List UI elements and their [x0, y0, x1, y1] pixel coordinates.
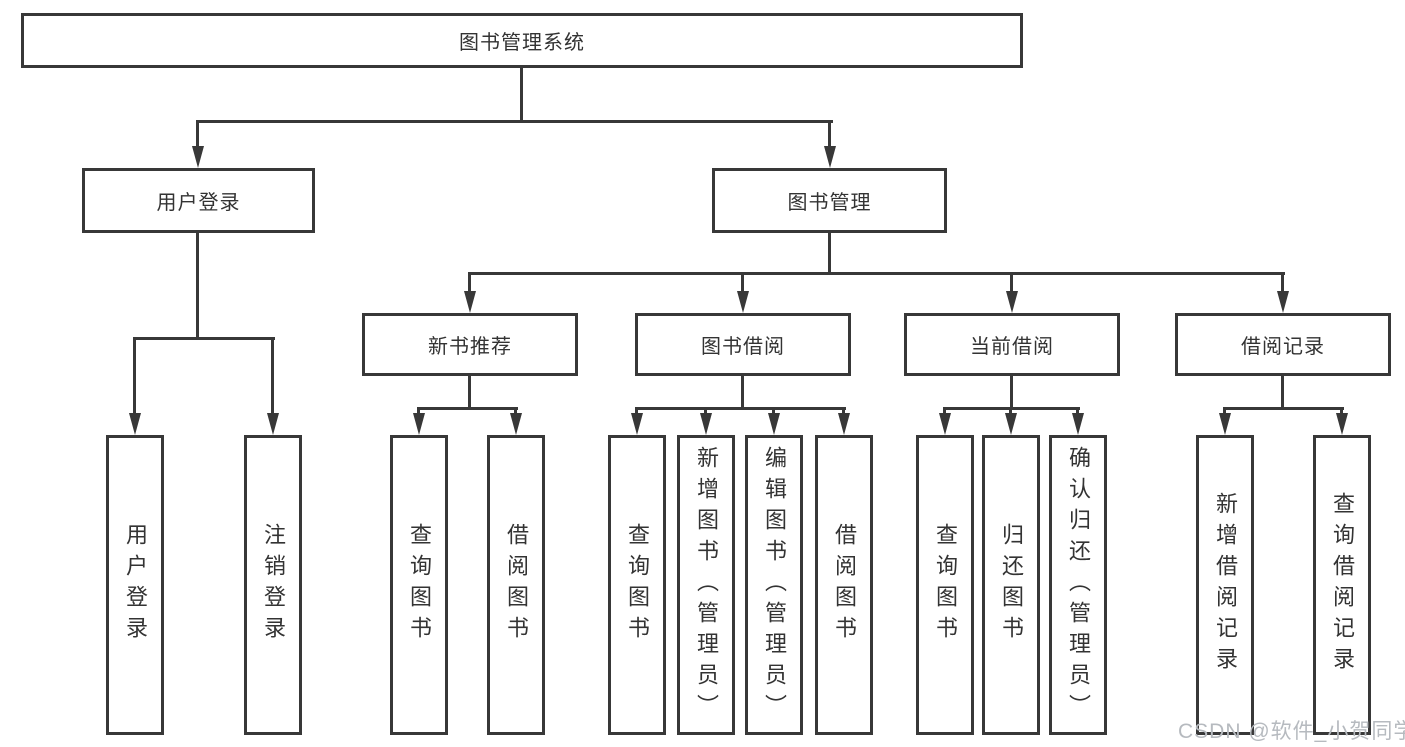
connector-records-bar [1223, 407, 1344, 410]
connector-current-stem [1010, 376, 1013, 407]
connector-to-book-management [828, 120, 831, 148]
connector-leaf-stem [635, 407, 638, 417]
arrow-down-icon [700, 413, 712, 435]
node-leaf-search-books-3: 查询图书 [916, 435, 974, 735]
connector-leaf-stem [704, 407, 707, 417]
node-leaf-return-books: 归还图书 [982, 435, 1040, 735]
connector-leaf-stem [417, 407, 420, 417]
arrow-down-icon [510, 413, 522, 435]
arrow-down-icon [939, 413, 951, 435]
arrow-down-icon [1006, 291, 1018, 313]
connector-user-login-bar [133, 337, 275, 340]
node-new-book-recommend: 新书推荐 [362, 313, 578, 376]
connector-leaf-stem [943, 407, 946, 417]
arrow-down-icon [631, 413, 643, 435]
arrow-down-icon [838, 413, 850, 435]
node-book-borrowing: 图书借阅 [635, 313, 851, 376]
node-leaf-search-borrow-record: 查询借阅记录 [1313, 435, 1371, 735]
arrow-down-icon [824, 146, 836, 168]
connector-leaf-stem [842, 407, 845, 417]
connector-to-borrowing [741, 272, 744, 294]
connector-leaf-stem [1009, 407, 1012, 417]
node-leaf-edit-book-admin: 编辑图书（管理员） [745, 435, 803, 735]
connector-leaf-stem [772, 407, 775, 417]
node-leaf-borrow-books-2: 借阅图书 [815, 435, 873, 735]
connector-to-records [1281, 272, 1284, 294]
connector-leaf-stem [1340, 407, 1343, 417]
connector-records-stem [1281, 376, 1284, 407]
node-library-management-system: 图书管理系统 [21, 13, 1023, 68]
arrow-down-icon [129, 413, 141, 435]
node-leaf-confirm-return-admin: 确认归还（管理员） [1049, 435, 1107, 735]
arrow-down-icon [1005, 413, 1017, 435]
node-leaf-search-books-2: 查询图书 [608, 435, 666, 735]
connector-borrowing-bar [635, 407, 846, 410]
node-book-management: 图书管理 [712, 168, 947, 233]
arrow-down-icon [413, 413, 425, 435]
node-leaf-borrow-books-1: 借阅图书 [487, 435, 545, 735]
connector-to-leaf-user-login [133, 337, 136, 415]
node-leaf-add-book-admin: 新增图书（管理员） [677, 435, 735, 735]
node-borrowing-records: 借阅记录 [1175, 313, 1391, 376]
arrow-down-icon [464, 291, 476, 313]
node-user-login-group: 用户登录 [82, 168, 315, 233]
connector-root-bar [196, 120, 833, 123]
connector-to-leaf-logout [271, 337, 274, 415]
connector-root-stem [520, 68, 523, 120]
connector-leaf-stem [1223, 407, 1226, 417]
node-leaf-search-books-1: 查询图书 [390, 435, 448, 735]
arrow-down-icon [192, 146, 204, 168]
node-leaf-add-borrow-record: 新增借阅记录 [1196, 435, 1254, 735]
node-leaf-user-login: 用户登录 [106, 435, 164, 735]
connector-to-user-login [196, 120, 199, 148]
arrow-down-icon [1072, 413, 1084, 435]
arrow-down-icon [1336, 413, 1348, 435]
connector-user-login-stem [196, 233, 199, 337]
arrow-down-icon [737, 291, 749, 313]
arrow-down-icon [1219, 413, 1231, 435]
connector-new-book-stem [468, 376, 471, 407]
connector-to-new-book [468, 272, 471, 294]
connector-to-current [1010, 272, 1013, 294]
connector-book-mgmt-bar [468, 272, 1285, 275]
connector-leaf-stem [1076, 407, 1079, 417]
arrow-down-icon [1277, 291, 1289, 313]
connector-borrowing-stem [741, 376, 744, 407]
arrow-down-icon [768, 413, 780, 435]
connector-new-book-bar [417, 407, 518, 410]
node-leaf-logout: 注销登录 [244, 435, 302, 735]
node-current-borrowing: 当前借阅 [904, 313, 1120, 376]
arrow-down-icon [267, 413, 279, 435]
csdn-watermark: CSDN @软件_小贺同学 [1178, 720, 1405, 743]
connector-book-mgmt-stem [828, 233, 831, 272]
connector-leaf-stem [514, 407, 517, 417]
